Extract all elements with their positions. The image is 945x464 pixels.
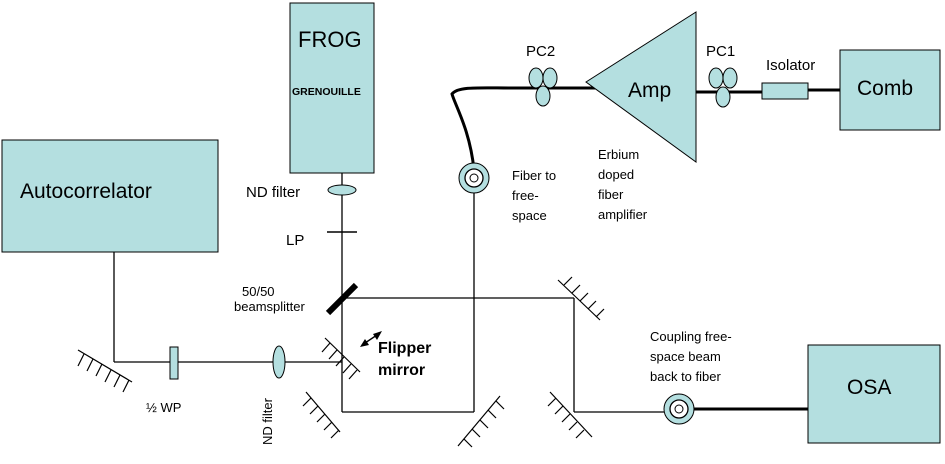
beamsplitter	[325, 282, 359, 316]
free-space-beams	[113, 150, 670, 413]
pc2-paddle	[535, 85, 551, 107]
nd-filter-bottom-label: ND filter	[260, 397, 275, 445]
flip-arrow-icon	[360, 331, 382, 347]
pc2-label: PC2	[526, 43, 555, 60]
pc2-controller	[528, 67, 558, 107]
flipper-mirror-label-line1: Flipper	[378, 340, 431, 357]
erbium-label-line1: Erbium	[598, 147, 639, 162]
fibers	[450, 86, 840, 411]
fiber-coupler	[663, 393, 695, 425]
fiber-pc2-to-collimator	[450, 86, 600, 171]
pc1-label: PC1	[706, 43, 735, 60]
amplifier-triangle	[585, 11, 697, 163]
coupling-label-line3: back to fiber	[650, 369, 721, 384]
flipper-mirror-label-line2: mirror	[378, 362, 425, 379]
fiber-collimator	[458, 162, 490, 194]
pc1-paddle	[708, 67, 724, 89]
pc2-paddle	[542, 67, 558, 89]
erbium-label-line2: doped	[598, 167, 634, 182]
osa-label: OSA	[847, 376, 891, 399]
nd-filter-bottom	[272, 345, 286, 379]
amp-label: Amp	[628, 79, 671, 102]
beamsplitter-label-line2: beamsplitter	[234, 299, 305, 314]
collimator-core	[469, 173, 479, 183]
mirror-lower-left	[302, 391, 341, 439]
frog-label: FROG	[298, 27, 362, 52]
mirror-lower-right	[547, 391, 593, 439]
fiber-to-free-space-line2: free-	[512, 188, 539, 203]
beamsplitter-label-line1: 50/50	[242, 284, 275, 299]
lp-label: LP	[286, 232, 304, 249]
grenouille-label: GRENOUILLE	[292, 86, 361, 98]
osa-box	[807, 344, 941, 444]
autocorrelator-box	[1, 139, 219, 253]
half-wp-label: ½ WP	[146, 400, 181, 415]
autocorrelator-label: Autocorrelator	[20, 180, 152, 203]
mirror-lower-center	[457, 395, 505, 448]
frog-box	[289, 2, 375, 174]
nd-filter-top-label: ND filter	[246, 184, 300, 201]
pc1-paddle	[722, 67, 738, 89]
isolator	[761, 82, 809, 100]
isolator-label: Isolator	[766, 57, 815, 74]
pc1-controller	[708, 67, 738, 108]
coupler-core	[674, 404, 684, 414]
mirror-upper-right	[557, 276, 605, 321]
coupling-label-line2: space beam	[650, 349, 721, 364]
fiber-to-free-space-line3: space	[512, 208, 547, 223]
nd-filter-top	[327, 184, 357, 196]
erbium-label-line3: fiber	[598, 187, 624, 202]
pc1-paddle	[715, 86, 731, 108]
half-wave-plate	[169, 346, 179, 380]
mirror-autocorrelator-turn	[77, 349, 133, 393]
comb-box	[839, 49, 941, 131]
pc2-paddle	[528, 67, 544, 89]
flipper-mirror	[321, 337, 361, 380]
erbium-label-line4: amplifier	[598, 207, 648, 222]
comb-label: Comb	[857, 77, 913, 100]
coupling-label-line1: Coupling free-	[650, 329, 732, 344]
fiber-to-free-space-line1: Fiber to	[512, 168, 556, 183]
